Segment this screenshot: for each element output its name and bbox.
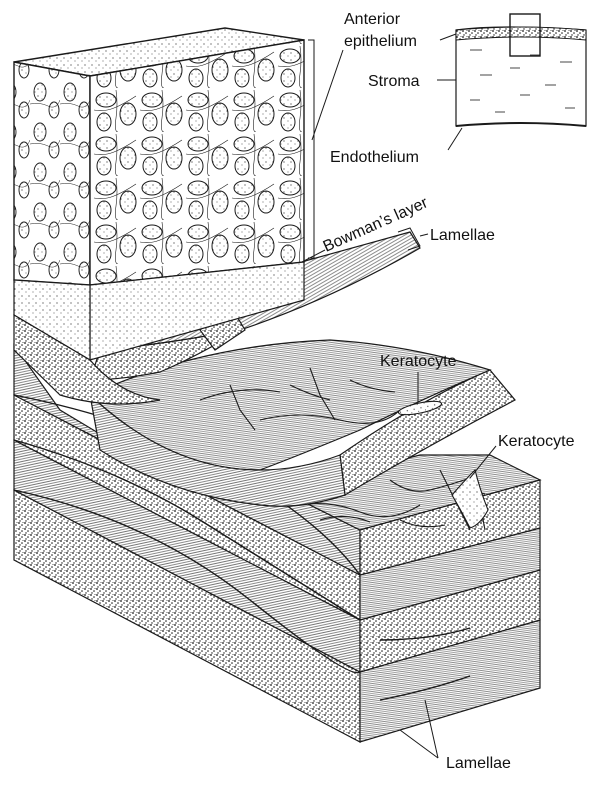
label-anterior-line1: Anterior [344, 11, 401, 28]
epithelium-side-face [14, 62, 90, 285]
bracket-epithelium [308, 40, 314, 258]
label-keratocyte-lower: Keratocyte [498, 433, 575, 450]
leader-endothelium [448, 128, 462, 150]
label-lamellae-bottom: Lamellae [446, 755, 511, 772]
label-lamellae-top: Lamellae [430, 227, 495, 244]
label-stroma: Stroma [368, 73, 420, 90]
inset-stroma-body [456, 27, 586, 126]
leader-lamellae-top [420, 234, 428, 236]
leader-epithelium-block [312, 50, 343, 140]
label-endothelium: Endothelium [330, 149, 419, 166]
leader-anterior-epithelium [440, 34, 456, 40]
epithelium-front-face [90, 40, 304, 285]
inset-cornea-section [456, 14, 586, 126]
label-anterior-line2: epithelium [344, 33, 417, 50]
label-keratocyte-upper: Keratocyte [380, 353, 457, 370]
